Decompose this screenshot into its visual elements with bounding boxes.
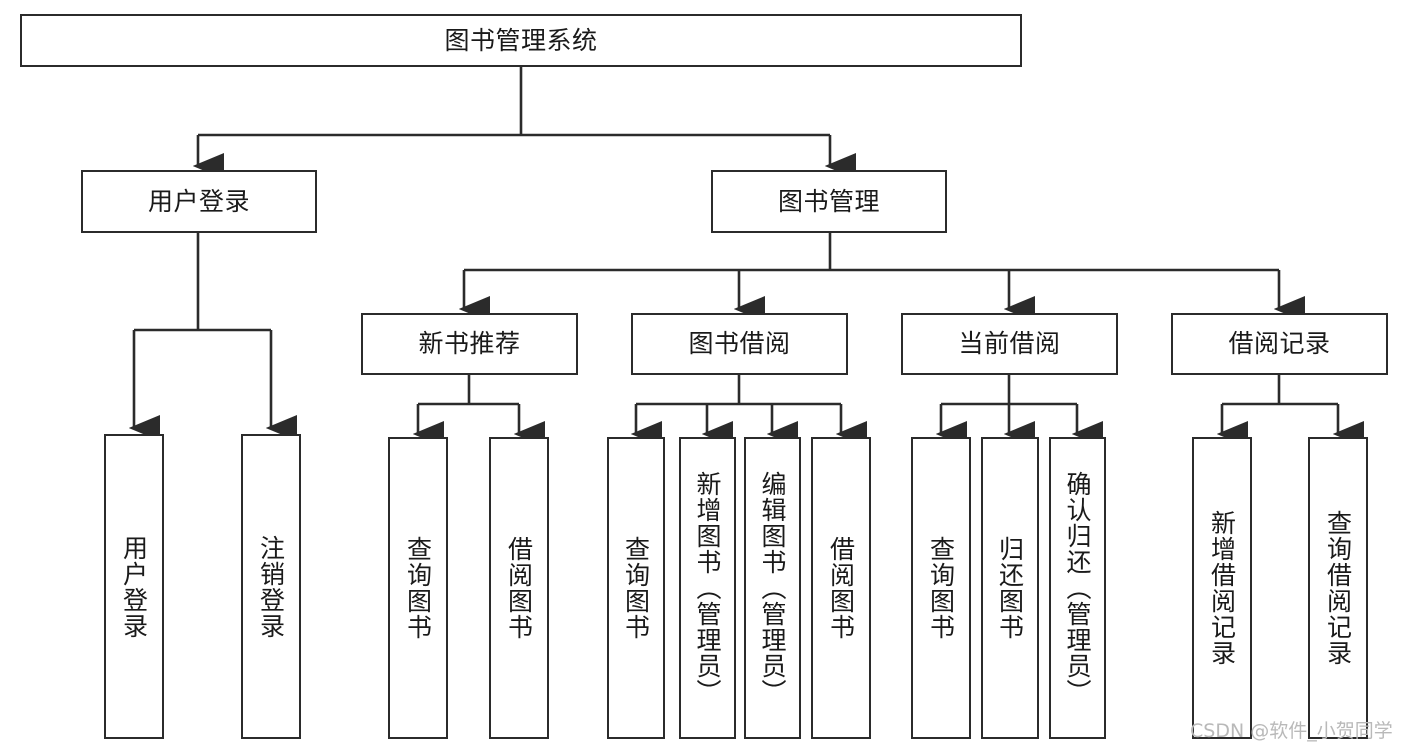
- node-leaf-edit-book-label: 编辑图书（管理员）: [758, 471, 787, 705]
- node-book-management-label: 图书管理: [777, 186, 880, 216]
- node-book-borrow-label: 图书借阅: [688, 329, 791, 359]
- node-leaf-query-book-2-label: 查询图书: [621, 536, 651, 640]
- node-leaf-user-logout[interactable]: 注销登录: [241, 434, 301, 739]
- node-leaf-borrow-book-1[interactable]: 借阅图书: [489, 437, 549, 739]
- node-leaf-add-book-label: 新增图书（管理员）: [693, 471, 722, 705]
- node-leaf-return-book[interactable]: 归还图书: [981, 437, 1039, 739]
- node-current-borrow[interactable]: 当前借阅: [901, 313, 1118, 375]
- node-leaf-query-book-1[interactable]: 查询图书: [388, 437, 448, 739]
- node-leaf-return-book-label: 归还图书: [995, 536, 1025, 640]
- node-root[interactable]: 图书管理系统: [20, 14, 1022, 67]
- node-new-book-recommend[interactable]: 新书推荐: [361, 313, 578, 375]
- node-leaf-query-book-3-label: 查询图书: [926, 536, 956, 640]
- node-leaf-add-record[interactable]: 新增借阅记录: [1192, 437, 1252, 739]
- node-login-label: 用户登录: [147, 186, 250, 216]
- node-leaf-add-record-label: 新增借阅记录: [1207, 510, 1237, 666]
- node-borrow-records[interactable]: 借阅记录: [1171, 313, 1388, 375]
- node-leaf-user-login-label: 用户登录: [119, 534, 149, 639]
- node-book-borrow[interactable]: 图书借阅: [631, 313, 848, 375]
- node-leaf-confirm-return[interactable]: 确认归还（管理员）: [1049, 437, 1106, 739]
- node-leaf-add-book[interactable]: 新增图书（管理员）: [679, 437, 736, 739]
- node-book-management[interactable]: 图书管理: [711, 170, 947, 233]
- node-leaf-query-book-3[interactable]: 查询图书: [911, 437, 971, 739]
- node-login[interactable]: 用户登录: [81, 170, 317, 233]
- node-leaf-query-record[interactable]: 查询借阅记录: [1308, 437, 1368, 739]
- node-new-book-recommend-label: 新书推荐: [418, 329, 521, 359]
- node-leaf-borrow-book-2-label: 借阅图书: [826, 536, 856, 640]
- node-leaf-query-book-2[interactable]: 查询图书: [607, 437, 665, 739]
- node-leaf-query-record-label: 查询借阅记录: [1323, 510, 1353, 666]
- node-leaf-borrow-book-2[interactable]: 借阅图书: [811, 437, 871, 739]
- node-borrow-records-label: 借阅记录: [1228, 329, 1331, 359]
- node-current-borrow-label: 当前借阅: [958, 329, 1061, 359]
- node-leaf-borrow-book-1-label: 借阅图书: [504, 536, 534, 640]
- node-leaf-user-login[interactable]: 用户登录: [104, 434, 164, 739]
- node-leaf-confirm-return-label: 确认归还（管理员）: [1063, 471, 1092, 705]
- node-leaf-user-logout-label: 注销登录: [256, 534, 286, 639]
- node-leaf-query-book-1-label: 查询图书: [403, 536, 433, 640]
- node-leaf-edit-book[interactable]: 编辑图书（管理员）: [744, 437, 801, 739]
- csdn-watermark: CSDN @软件_小贺同学: [1190, 720, 1393, 742]
- node-root-label: 图书管理系统: [444, 25, 598, 55]
